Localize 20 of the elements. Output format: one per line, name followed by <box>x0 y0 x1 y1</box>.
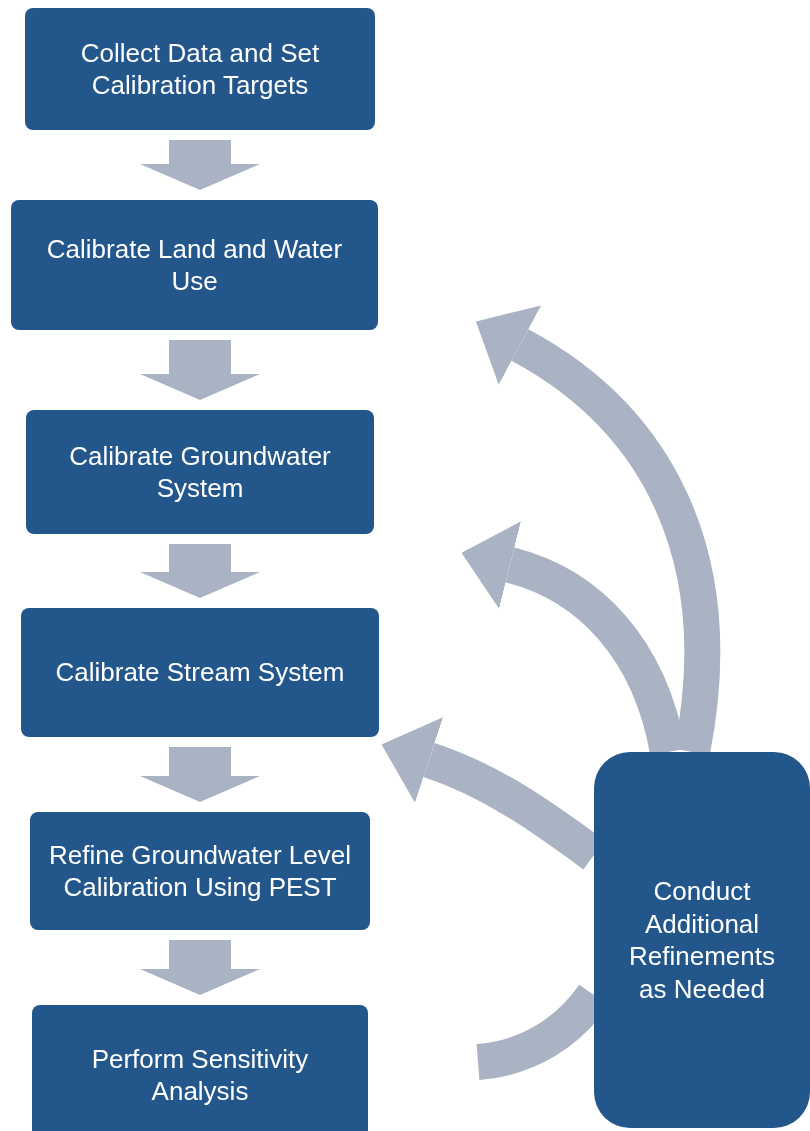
process-box <box>26 410 374 534</box>
box-label: Conduct Additional Refinements as Needed <box>628 875 776 1005</box>
box-label: Refine Groundwater Level Calibration Using PEST <box>47 838 353 904</box>
process-box <box>21 608 379 737</box>
box-label: Calibrate Land and Water Use <box>45 232 344 298</box>
arrow <box>140 340 260 400</box>
process-box <box>594 752 810 1128</box>
process-box <box>11 200 378 330</box>
arrow <box>140 747 260 802</box>
box-label: Calibrate Stream System <box>55 656 345 689</box>
arrow <box>140 544 260 598</box>
process-box <box>25 8 375 130</box>
box-label: Collect Data and Set Calibration Targets <box>80 36 320 102</box>
process-box <box>32 1005 368 1131</box>
process-box <box>30 812 370 930</box>
box-label: Calibrate Groundwater System <box>68 439 332 505</box>
arrow <box>140 940 260 995</box>
box-label: Perform Sensitivity Analysis <box>90 1042 310 1108</box>
arrow <box>140 140 260 190</box>
arrow <box>477 306 721 755</box>
